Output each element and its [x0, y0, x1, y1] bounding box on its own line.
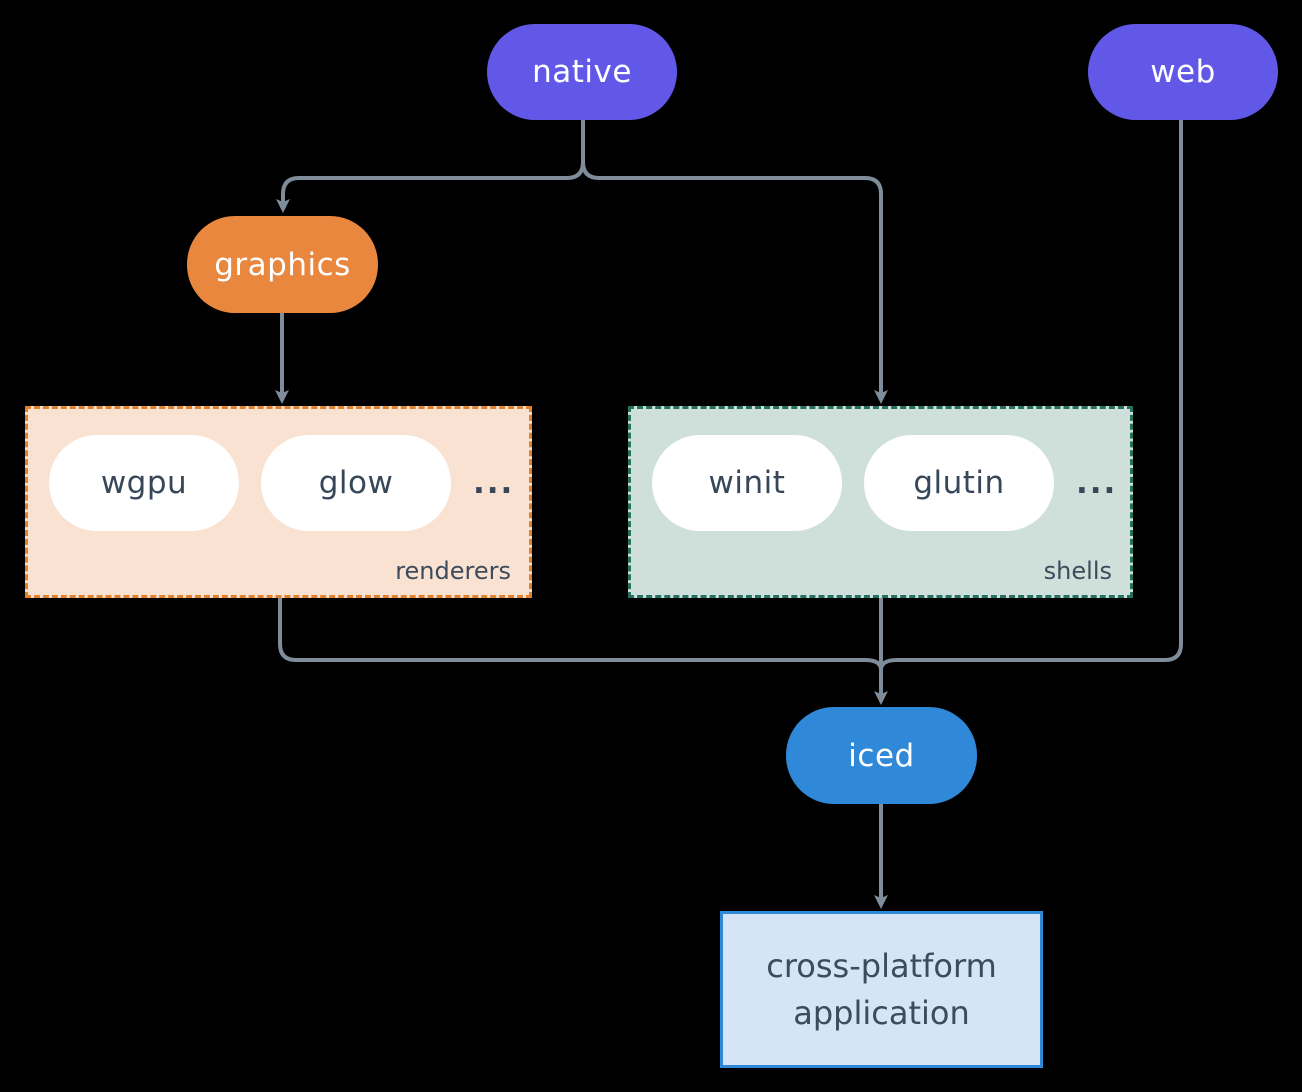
node-glow-label: glow [318, 465, 394, 501]
node-glutin: glutin [864, 435, 1054, 531]
node-native-label: native [532, 54, 632, 90]
node-winit-label: winit [708, 465, 786, 501]
node-web-label: web [1150, 54, 1216, 90]
node-glow: glow [261, 435, 451, 531]
edge-renderers-to-merge [278, 598, 883, 671]
group-shells-label: shells [1043, 557, 1112, 585]
edge-native-to-graphics [276, 120, 585, 213]
node-cross-platform-application: cross-platform application [720, 911, 1043, 1068]
node-web: web [1088, 24, 1278, 120]
app-label-line1: cross-platform [766, 946, 997, 985]
node-native: native [487, 24, 677, 120]
node-wgpu: wgpu [49, 435, 239, 531]
group-shells: winit glutin ... shells [628, 406, 1133, 598]
edge-native-to-shells [581, 120, 888, 404]
app-label-line2: application [793, 993, 970, 1032]
shells-ellipsis: ... [1076, 465, 1118, 501]
node-wgpu-label: wgpu [100, 465, 188, 501]
group-renderers-items: wgpu glow ... [28, 435, 529, 531]
group-renderers-label: renderers [395, 557, 511, 585]
node-iced-label: iced [848, 737, 915, 774]
node-glutin-label: glutin [913, 465, 1005, 501]
renderers-ellipsis: ... [473, 465, 515, 501]
group-renderers: wgpu glow ... renderers [25, 406, 532, 598]
node-iced: iced [786, 707, 977, 804]
node-winit: winit [652, 435, 842, 531]
node-graphics-label: graphics [214, 246, 351, 283]
group-shells-items: winit glutin ... [631, 435, 1130, 531]
node-graphics: graphics [187, 216, 378, 313]
